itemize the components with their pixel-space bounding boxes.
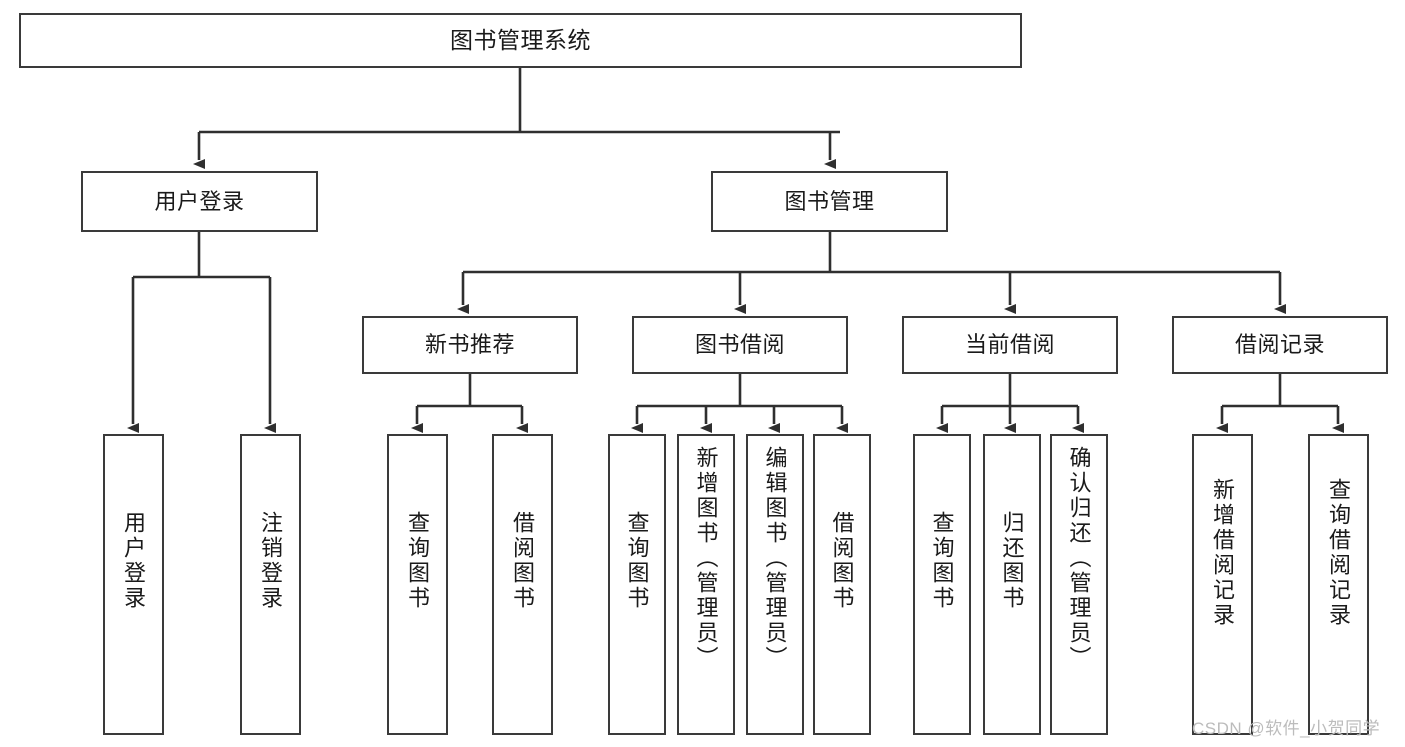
node-leaf-return-book-label: 归还图书	[999, 511, 1025, 611]
node-borrow-record[interactable]: 借阅记录	[1172, 316, 1388, 374]
node-leaf-add-book-label: 新增图书（管理员）	[693, 446, 719, 671]
node-leaf-user-login[interactable]: 用户登录	[103, 434, 164, 735]
node-leaf-edit-book-label: 编辑图书（管理员）	[762, 446, 788, 671]
node-leaf-return-book[interactable]: 归还图书	[983, 434, 1041, 735]
node-leaf-query-record[interactable]: 查询借阅记录	[1308, 434, 1369, 735]
node-leaf-query-book-1[interactable]: 查询图书	[387, 434, 448, 735]
node-root-label: 图书管理系统	[450, 27, 591, 54]
node-leaf-query-book-3[interactable]: 查询图书	[913, 434, 971, 735]
node-leaf-add-record-label: 新增借阅记录	[1210, 478, 1236, 628]
node-leaf-add-record[interactable]: 新增借阅记录	[1192, 434, 1253, 735]
node-current-borrow[interactable]: 当前借阅	[902, 316, 1118, 374]
node-leaf-borrow-book-2-label: 借阅图书	[829, 511, 855, 611]
node-user-login-label: 用户登录	[154, 188, 245, 214]
node-leaf-confirm-return-label: 确认归还（管理员）	[1066, 446, 1092, 671]
node-new-book-rec[interactable]: 新书推荐	[362, 316, 578, 374]
node-leaf-user-login-label: 用户登录	[121, 511, 147, 611]
node-book-manage-label: 图书管理	[784, 188, 875, 214]
node-leaf-add-book[interactable]: 新增图书（管理员）	[677, 434, 735, 735]
csdn-watermark: CSDN @软件_小贺同学	[1192, 719, 1381, 738]
node-current-borrow-label: 当前借阅	[964, 332, 1055, 358]
node-leaf-borrow-book-1-label: 借阅图书	[510, 511, 536, 611]
node-leaf-query-book-3-label: 查询图书	[929, 511, 955, 611]
node-book-borrow-label: 图书借阅	[694, 332, 785, 358]
node-new-book-rec-label: 新书推荐	[424, 332, 515, 358]
node-root[interactable]: 图书管理系统	[19, 13, 1022, 68]
node-leaf-borrow-book-1[interactable]: 借阅图书	[492, 434, 553, 735]
node-leaf-confirm-return[interactable]: 确认归还（管理员）	[1050, 434, 1108, 735]
node-leaf-logout-login[interactable]: 注销登录	[240, 434, 301, 735]
node-leaf-query-book-1-label: 查询图书	[405, 511, 431, 611]
node-book-manage[interactable]: 图书管理	[711, 171, 948, 232]
node-leaf-borrow-book-2[interactable]: 借阅图书	[813, 434, 871, 735]
node-user-login[interactable]: 用户登录	[81, 171, 318, 232]
node-leaf-edit-book[interactable]: 编辑图书（管理员）	[746, 434, 804, 735]
node-leaf-query-record-label: 查询借阅记录	[1326, 478, 1352, 628]
node-book-borrow[interactable]: 图书借阅	[632, 316, 848, 374]
node-leaf-query-book-2[interactable]: 查询图书	[608, 434, 666, 735]
node-leaf-logout-login-label: 注销登录	[258, 511, 284, 611]
node-leaf-query-book-2-label: 查询图书	[624, 511, 650, 611]
node-borrow-record-label: 借阅记录	[1234, 332, 1325, 358]
